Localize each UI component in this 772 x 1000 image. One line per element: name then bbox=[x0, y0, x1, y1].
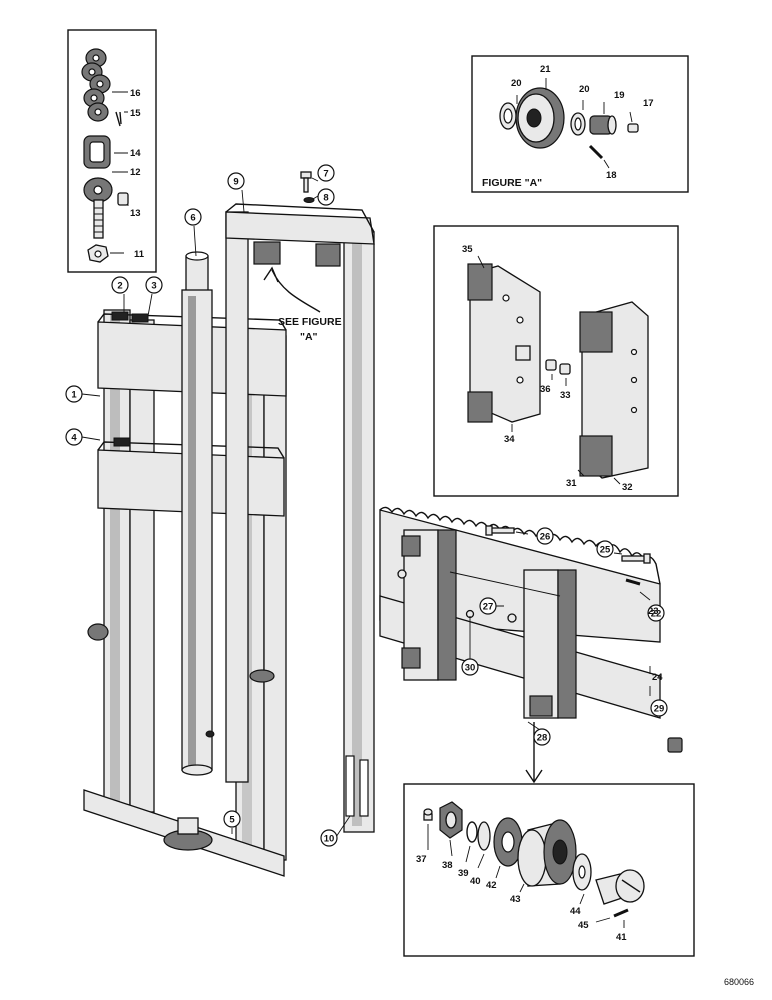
callout-5: 5 bbox=[229, 815, 235, 826]
callout-31: 31 bbox=[566, 478, 577, 489]
callout-23: 23 bbox=[648, 606, 659, 617]
callout-8: 8 bbox=[323, 193, 328, 204]
chain-anchor-bolt bbox=[83, 177, 113, 239]
callout-43: 43 bbox=[510, 894, 521, 905]
callout-1: 1 bbox=[71, 390, 77, 401]
carriage-bracket-32 bbox=[579, 301, 649, 479]
carriage-bracket-left bbox=[401, 529, 457, 681]
cotter-pin bbox=[115, 111, 122, 127]
connecting-link bbox=[83, 135, 111, 169]
callout-13: 13 bbox=[130, 208, 141, 219]
callout-labels: 1 2 3 4 5 6 7 8 9 10 11 12 13 14 15 16 1… bbox=[71, 64, 664, 943]
figure-a-parts bbox=[499, 78, 639, 169]
see-figure-arrow bbox=[263, 266, 321, 313]
callout-42: 42 bbox=[486, 880, 497, 891]
carriage-bracket-34 bbox=[467, 263, 541, 423]
insert-36 bbox=[545, 359, 557, 371]
callout-6: 6 bbox=[190, 213, 195, 224]
callout-39: 39 bbox=[458, 868, 469, 879]
see-figure-label-line1: SEE FIGURE bbox=[278, 316, 342, 328]
callout-2: 2 bbox=[117, 281, 122, 292]
callout-15: 15 bbox=[130, 108, 141, 119]
callout-22: 22 bbox=[651, 609, 662, 620]
bolt-7 bbox=[300, 171, 312, 193]
figure-a-inset-box bbox=[471, 55, 689, 193]
roller-shaft-41 bbox=[595, 869, 645, 905]
chain-links bbox=[81, 48, 111, 122]
callout-17: 17 bbox=[643, 98, 654, 109]
lock-washer-39 bbox=[466, 821, 478, 843]
nuts-27 bbox=[397, 569, 517, 623]
grease-fitting-37 bbox=[423, 808, 433, 821]
callout-18: 18 bbox=[606, 170, 617, 181]
washer-8 bbox=[303, 197, 315, 203]
callout-35: 35 bbox=[462, 244, 473, 255]
callout-7: 7 bbox=[323, 169, 328, 180]
callout-24: 24 bbox=[652, 672, 663, 683]
chain-inset-box bbox=[67, 29, 157, 273]
carriage-bracket-right bbox=[523, 569, 577, 719]
callout-34: 34 bbox=[504, 434, 515, 445]
nut bbox=[87, 244, 109, 263]
sheave-21 bbox=[515, 87, 565, 149]
callout-26: 26 bbox=[540, 532, 551, 543]
drawing-code: 680066 bbox=[724, 977, 754, 987]
callout-10: 10 bbox=[324, 834, 335, 845]
callout-16: 16 bbox=[130, 88, 141, 99]
callout-14: 14 bbox=[130, 148, 141, 159]
see-figure-label-line2: "A" bbox=[300, 331, 318, 343]
callout-45: 45 bbox=[578, 920, 589, 931]
fork-lock-29 bbox=[667, 737, 683, 753]
roll-pin-45 bbox=[613, 908, 629, 918]
callout-38: 38 bbox=[442, 860, 453, 871]
set-screw-17 bbox=[627, 123, 639, 133]
nut-38 bbox=[439, 801, 463, 839]
chain-assembly bbox=[81, 48, 129, 263]
callout-9: 9 bbox=[233, 177, 238, 188]
roll-pin-18 bbox=[588, 144, 604, 160]
figure-a-caption: FIGURE "A" bbox=[482, 177, 542, 189]
callout-29: 29 bbox=[654, 704, 665, 715]
callout-36: 36 bbox=[540, 384, 551, 395]
roller-43 bbox=[517, 819, 577, 887]
callout-27: 27 bbox=[483, 602, 494, 613]
callout-37: 37 bbox=[416, 854, 427, 865]
callout-30: 30 bbox=[465, 663, 476, 674]
bearing-42 bbox=[493, 817, 523, 867]
pin-23 bbox=[625, 578, 641, 586]
roller-assembly bbox=[423, 801, 645, 928]
washer-40 bbox=[477, 821, 491, 851]
callout-44: 44 bbox=[570, 906, 581, 917]
callout-41: 41 bbox=[616, 932, 627, 943]
callout-3: 3 bbox=[151, 281, 156, 292]
callout-32: 32 bbox=[622, 482, 633, 493]
callout-25: 25 bbox=[600, 545, 611, 556]
callout-40: 40 bbox=[470, 876, 481, 887]
insert-33 bbox=[559, 363, 571, 375]
callout-11: 11 bbox=[134, 249, 145, 260]
callout-20b: 20 bbox=[579, 84, 590, 95]
callout-28: 28 bbox=[537, 733, 548, 744]
bolt-25 bbox=[621, 553, 651, 564]
inner-mast-upright bbox=[225, 203, 375, 833]
callout-20a: 20 bbox=[511, 78, 522, 89]
pin bbox=[117, 192, 129, 206]
callout-4: 4 bbox=[71, 433, 77, 444]
callout-circles bbox=[65, 164, 668, 847]
bushing-19 bbox=[589, 115, 617, 135]
roller-detail-arrow bbox=[525, 722, 543, 784]
callout-33: 33 bbox=[560, 390, 571, 401]
callout-12: 12 bbox=[130, 167, 141, 178]
roller-inset-box bbox=[403, 783, 695, 957]
callout-19: 19 bbox=[614, 90, 625, 101]
callout-21: 21 bbox=[540, 64, 551, 75]
bolt-26 bbox=[485, 525, 515, 536]
lift-cylinder bbox=[181, 251, 215, 776]
carriage-bracket-inset-box bbox=[433, 225, 679, 497]
